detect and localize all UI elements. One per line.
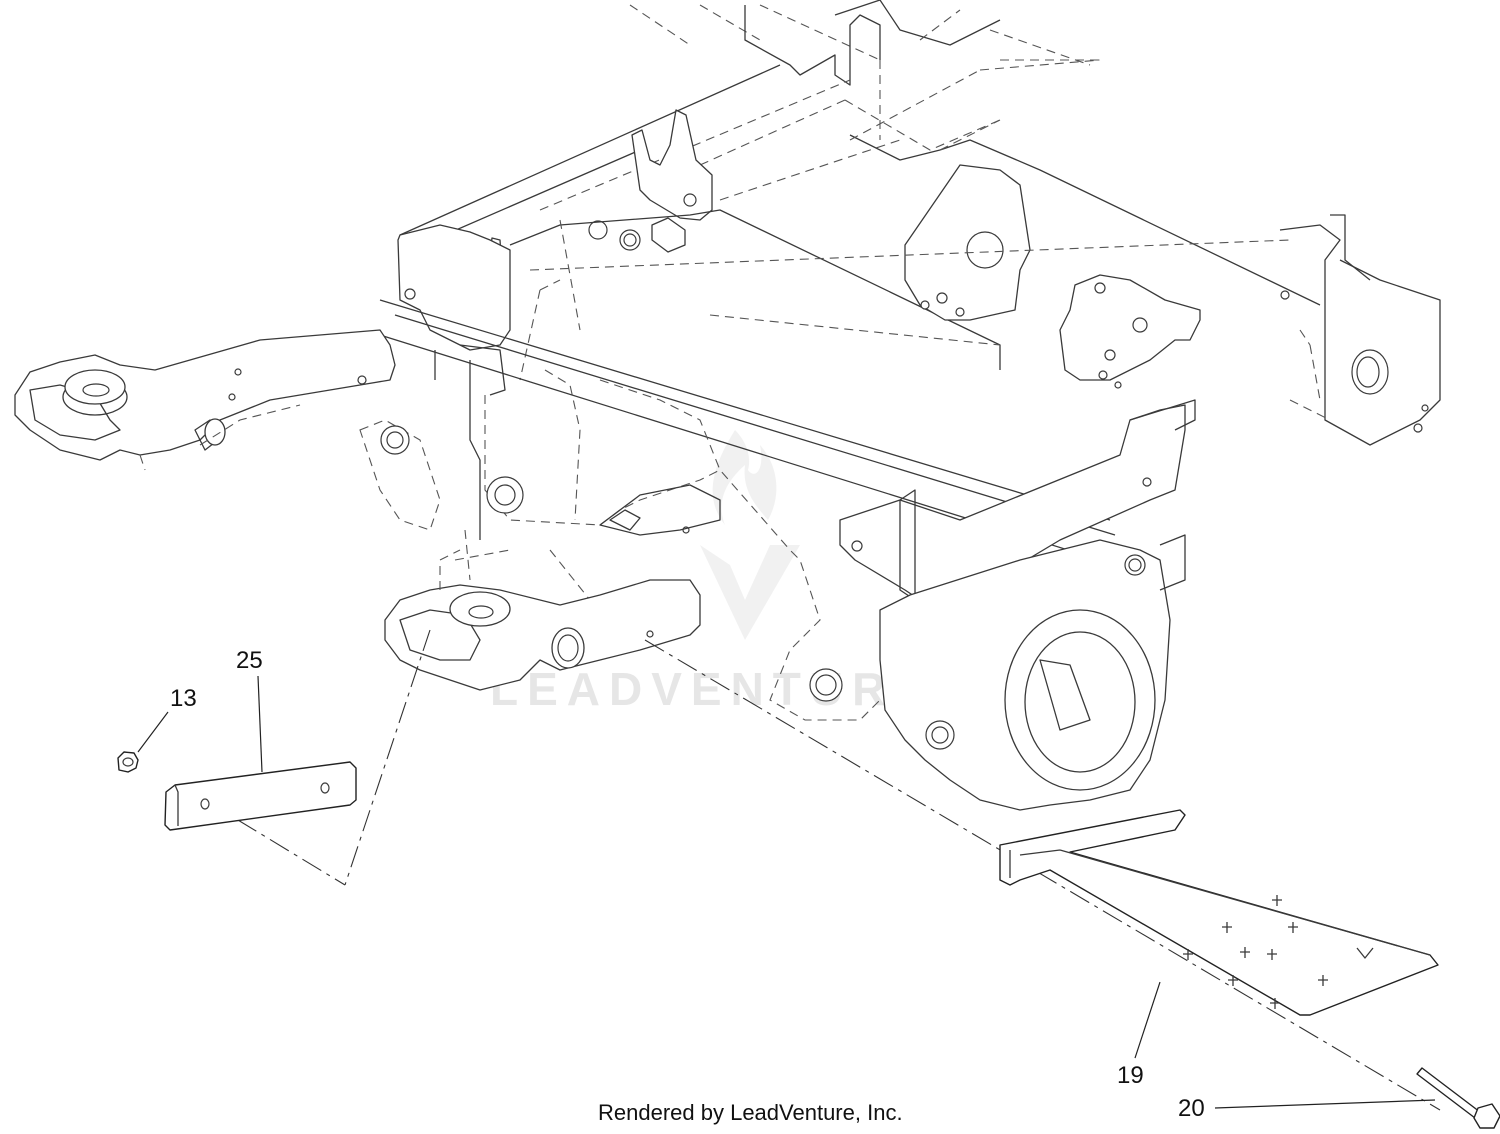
callout-20: 20 — [1178, 1095, 1205, 1122]
part-19-foot-plate[interactable] — [999, 809, 1439, 1016]
callout-13: 13 — [170, 685, 197, 712]
render-credit: Rendered by LeadVenture, Inc. — [598, 1100, 903, 1125]
part-20-bolt[interactable] — [1416, 1067, 1500, 1129]
assembly-lines — [204, 629, 1441, 1111]
part-13-nut[interactable] — [117, 751, 139, 773]
watermark-logo-icon — [700, 430, 800, 640]
part-25-plate[interactable] — [164, 761, 357, 831]
mower-frame — [14, 0, 1441, 811]
watermark-text: LEADVENTURE — [490, 663, 934, 715]
callout-25: 25 — [236, 647, 263, 674]
callout-19: 19 — [1117, 1062, 1144, 1089]
foot-plate-studs — [1183, 895, 1374, 1009]
leader-lines — [137, 675, 1436, 1109]
